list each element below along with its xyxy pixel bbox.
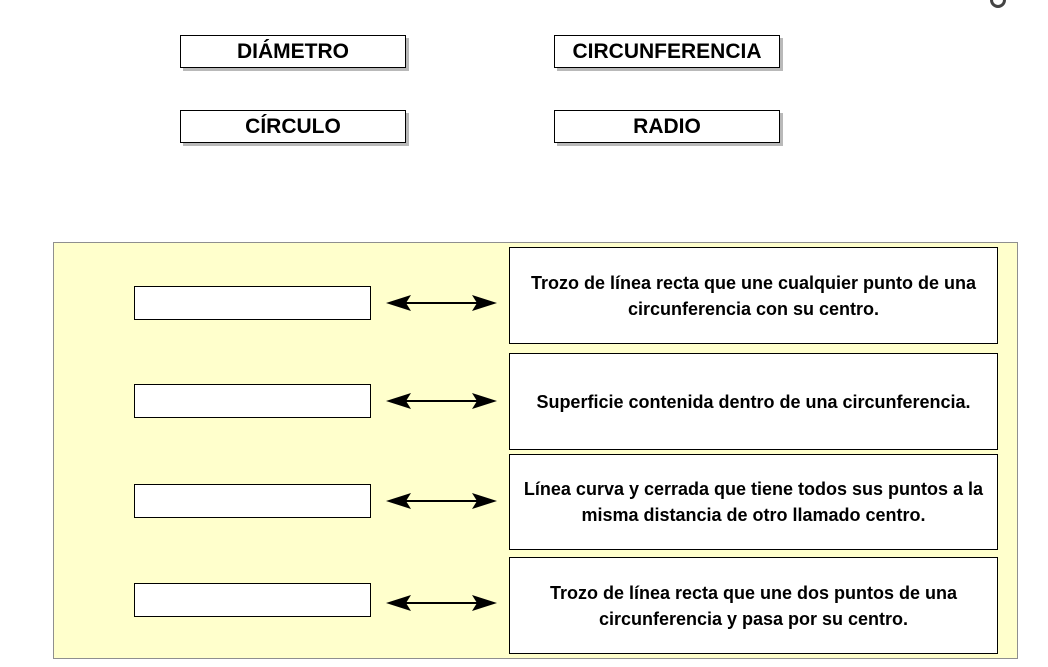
definition-box-3: Línea curva y cerrada que tiene todos su… [509,454,998,550]
matching-panel: Trozo de línea recta que une cualquier p… [53,242,1018,659]
answer-field-4[interactable] [134,583,371,617]
definition-box-4: Trozo de línea recta que une dos puntos … [509,557,998,654]
double-arrow-icon [386,493,497,509]
corner-circle-icon [990,0,1006,8]
double-arrow-icon [386,393,497,409]
double-arrow-icon [386,595,497,611]
answer-field-3[interactable] [134,484,371,518]
word-card-circulo[interactable]: CÍRCULO [180,110,406,143]
word-card-radio[interactable]: RADIO [554,110,780,143]
answer-field-1[interactable] [134,286,371,320]
definition-box-2: Superficie contenida dentro de una circu… [509,353,998,450]
double-arrow-icon [386,295,497,311]
word-card-circunferencia[interactable]: CIRCUNFERENCIA [554,35,780,68]
definition-box-1: Trozo de línea recta que une cualquier p… [509,247,998,344]
answer-field-2[interactable] [134,384,371,418]
word-card-diametro[interactable]: DIÁMETRO [180,35,406,68]
